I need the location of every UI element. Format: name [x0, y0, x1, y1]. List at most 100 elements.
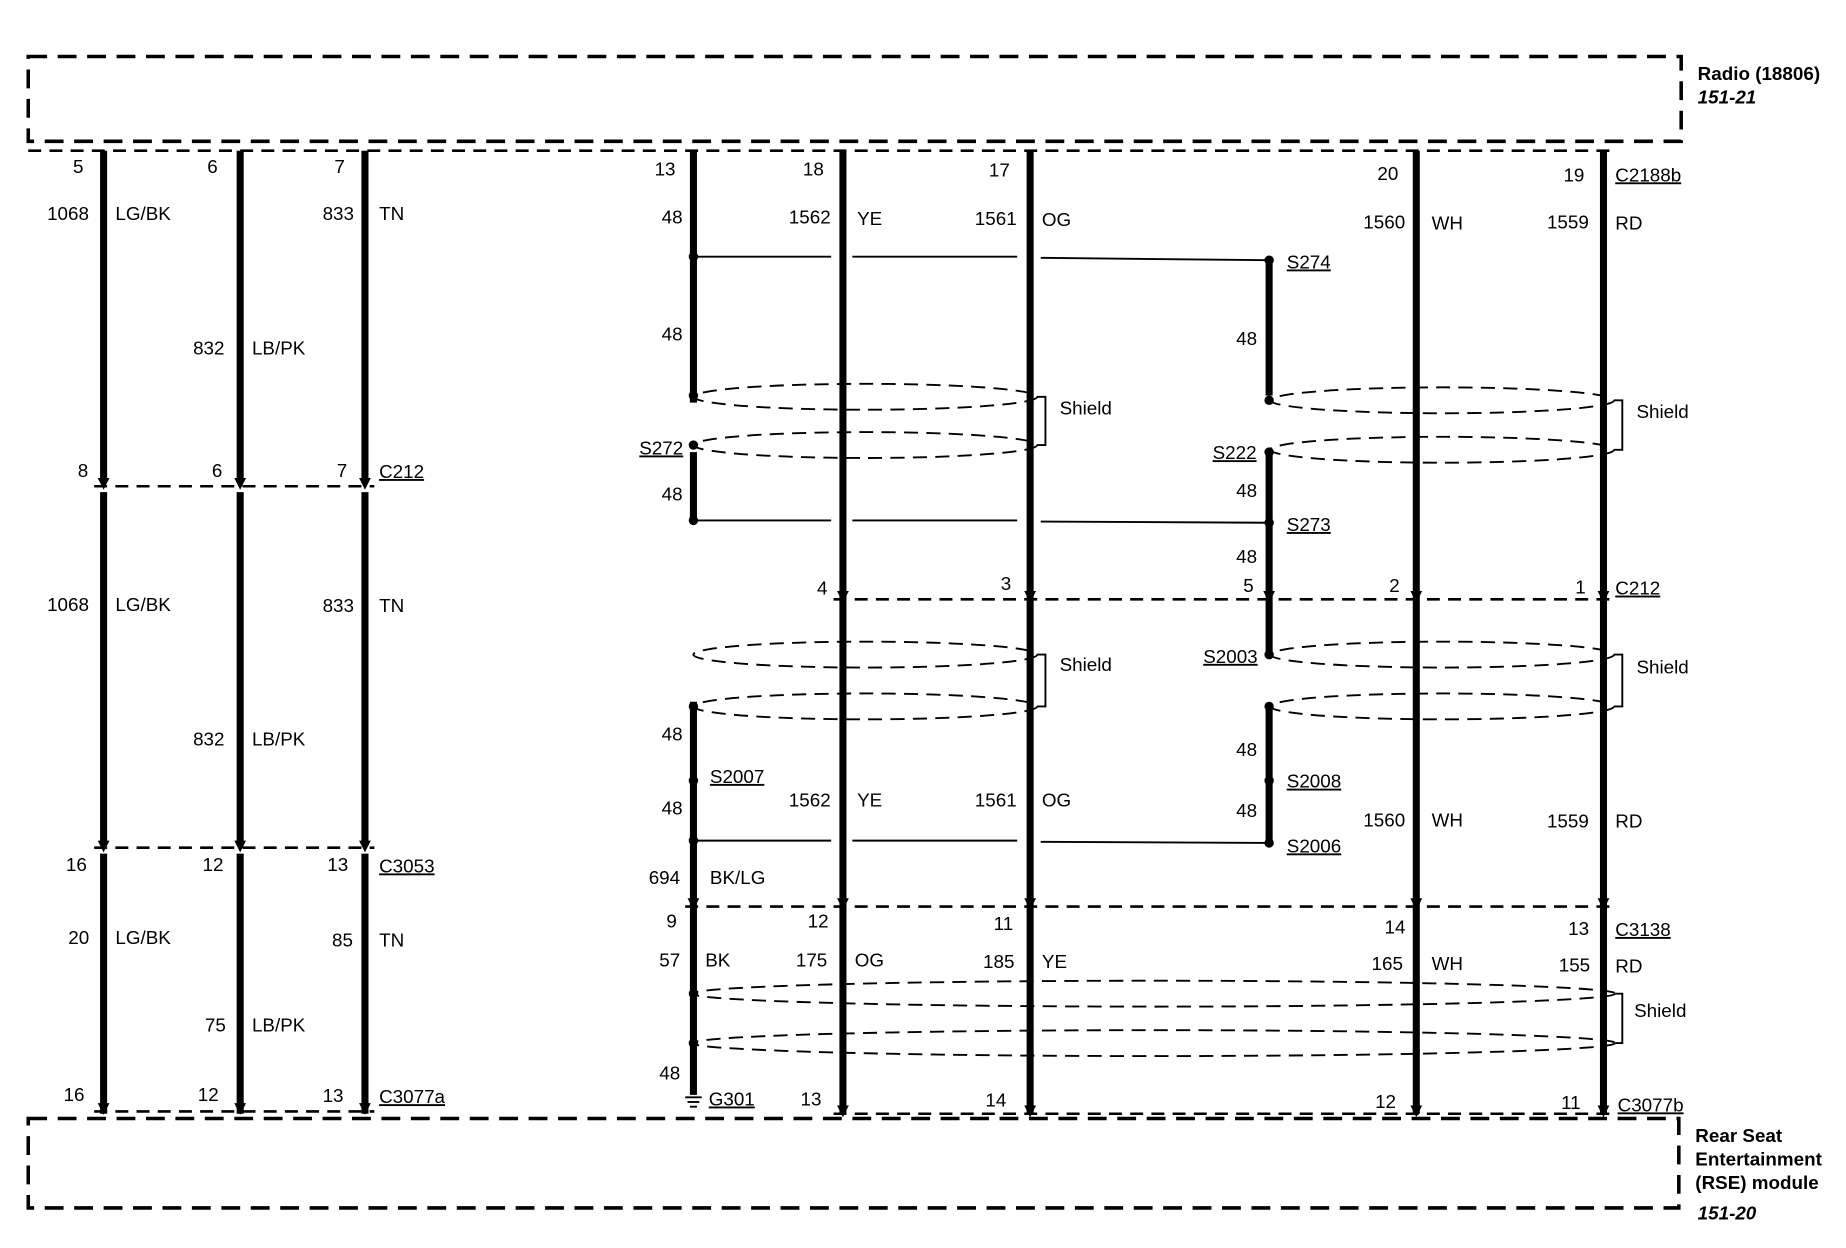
- splice-dot: [1264, 701, 1274, 712]
- splice-dot: [1264, 775, 1274, 786]
- splice-dot: [1264, 395, 1274, 406]
- pin-label: 2: [1389, 575, 1399, 596]
- circuit-number: 48: [662, 798, 683, 819]
- splice-dot: [688, 515, 699, 526]
- pin-label: 11: [1561, 1092, 1581, 1113]
- wire-color: YE: [1042, 951, 1067, 972]
- radio-name: Radio (18806): [1698, 63, 1820, 84]
- pin-label: 3: [1001, 573, 1011, 594]
- wire-color: LG/BK: [115, 203, 171, 224]
- pin-label: 9: [666, 911, 676, 932]
- circuit-number: 1560: [1363, 809, 1405, 830]
- ground-g301: G301: [709, 1089, 755, 1110]
- wire-color: LG/BK: [115, 594, 171, 615]
- circuit-number: 1068: [47, 594, 89, 615]
- circuit-number: 1561: [975, 208, 1017, 229]
- circuit-number: 832: [193, 728, 224, 749]
- pin-label: 7: [337, 460, 347, 481]
- pin-label: 12: [198, 1084, 219, 1105]
- connector-c212-left: C212: [379, 461, 424, 482]
- splice-dot: [688, 1038, 699, 1048]
- pin-label: 8: [78, 460, 88, 481]
- circuit-number: 833: [323, 203, 354, 224]
- circuit-number: 1559: [1547, 211, 1589, 232]
- pin-label: 6: [212, 460, 222, 481]
- wire-color: RD: [1615, 213, 1642, 234]
- pin-label: 18: [803, 158, 824, 179]
- circuit-number: 48: [662, 323, 683, 344]
- circuit-number: 57: [659, 950, 680, 971]
- connector-c2188b: C2188b: [1615, 164, 1681, 185]
- circuit-number: 185: [983, 951, 1014, 972]
- splice-s222: S222: [1213, 442, 1257, 463]
- wire-color: LG/BK: [115, 927, 171, 948]
- wire-color: WH: [1432, 953, 1463, 974]
- splice-dot: [1264, 649, 1274, 660]
- wire-color: YE: [857, 789, 882, 810]
- shield-label: Shield: [1060, 397, 1112, 418]
- wire-color: WH: [1432, 809, 1463, 830]
- pin-label: 13: [1568, 918, 1589, 939]
- pin-label: 19: [1563, 164, 1584, 185]
- pin-label: 16: [66, 854, 87, 875]
- shields: [691, 382, 1624, 1058]
- circuit-number: 48: [1236, 800, 1257, 821]
- wire-color: TN: [379, 595, 404, 616]
- radio-component: Radio (18806) 151-21: [26, 54, 1820, 153]
- circuit-number: 165: [1372, 953, 1403, 974]
- wire-color: LB/PK: [252, 337, 306, 358]
- splice-s2003: S2003: [1203, 646, 1257, 667]
- splice-dot: [1264, 838, 1274, 848]
- connector-c3077a: C3077a: [379, 1086, 445, 1107]
- splice-dot: [688, 251, 699, 262]
- connector-c3138: C3138: [1615, 919, 1670, 940]
- connector-c3077b: C3077b: [1618, 1094, 1684, 1115]
- rse-module-component: Rear Seat Entertainment (RSE) module 151…: [26, 1116, 1823, 1224]
- circuit-number: 20: [68, 927, 89, 948]
- right-wire-group: [685, 150, 1613, 1118]
- pin-label: 6: [207, 156, 217, 177]
- rse-ref: 151-20: [1698, 1203, 1757, 1224]
- pin-label: 12: [202, 854, 223, 875]
- splice-dot: [688, 988, 699, 999]
- wire-color: OG: [1042, 209, 1071, 230]
- pin-label: 7: [334, 156, 344, 177]
- circuit-number: 175: [796, 950, 827, 971]
- pin-label: 5: [73, 156, 83, 177]
- pin-label: 4: [817, 578, 827, 599]
- left-wire-labels: 5 6 7 1068 LG/BK 833 TN 832 LB/PK 8 6 7 …: [47, 156, 445, 1107]
- left-wire-group: [94, 150, 375, 1115]
- circuit-number: 155: [1559, 954, 1590, 975]
- wire-color: RD: [1615, 811, 1642, 832]
- wire-color: RD: [1615, 955, 1642, 976]
- circuit-number: 1561: [975, 789, 1017, 810]
- pin-label: 13: [801, 1089, 822, 1110]
- pin-label: 12: [808, 911, 829, 932]
- splice-s2008: S2008: [1287, 771, 1341, 792]
- pin-label: 12: [1375, 1091, 1396, 1112]
- pin-label: 5: [1243, 575, 1253, 596]
- splice-s2006: S2006: [1287, 835, 1341, 856]
- circuit-number: 832: [193, 337, 224, 358]
- wire-color: OG: [1042, 789, 1071, 810]
- wire-color: WH: [1432, 213, 1463, 234]
- pin-label: 14: [1385, 917, 1406, 938]
- shield-label: Shield: [1634, 1000, 1686, 1021]
- pin-label: 13: [323, 1085, 344, 1106]
- splice-dot: [1264, 447, 1274, 457]
- pin-label: 11: [994, 913, 1014, 934]
- wire-color: TN: [379, 203, 404, 224]
- circuit-number: 1562: [789, 207, 831, 228]
- splice-dot: [688, 835, 699, 846]
- wire-color: BK: [705, 950, 731, 971]
- rse-name-line-3: (RSE) module: [1695, 1172, 1818, 1193]
- circuit-number: 1562: [789, 789, 831, 810]
- circuit-number: 48: [659, 1063, 680, 1084]
- wire-color: OG: [855, 950, 884, 971]
- wire-color: TN: [379, 930, 404, 951]
- circuit-number: 48: [1236, 480, 1257, 501]
- circuit-number: 1068: [47, 203, 89, 224]
- shield-label: Shield: [1060, 654, 1112, 675]
- shield-label: Shield: [1636, 656, 1688, 677]
- right-wire-labels: 13 18 17 20 19 C2188b 48 1562 YE 1561 OG…: [639, 158, 1689, 1115]
